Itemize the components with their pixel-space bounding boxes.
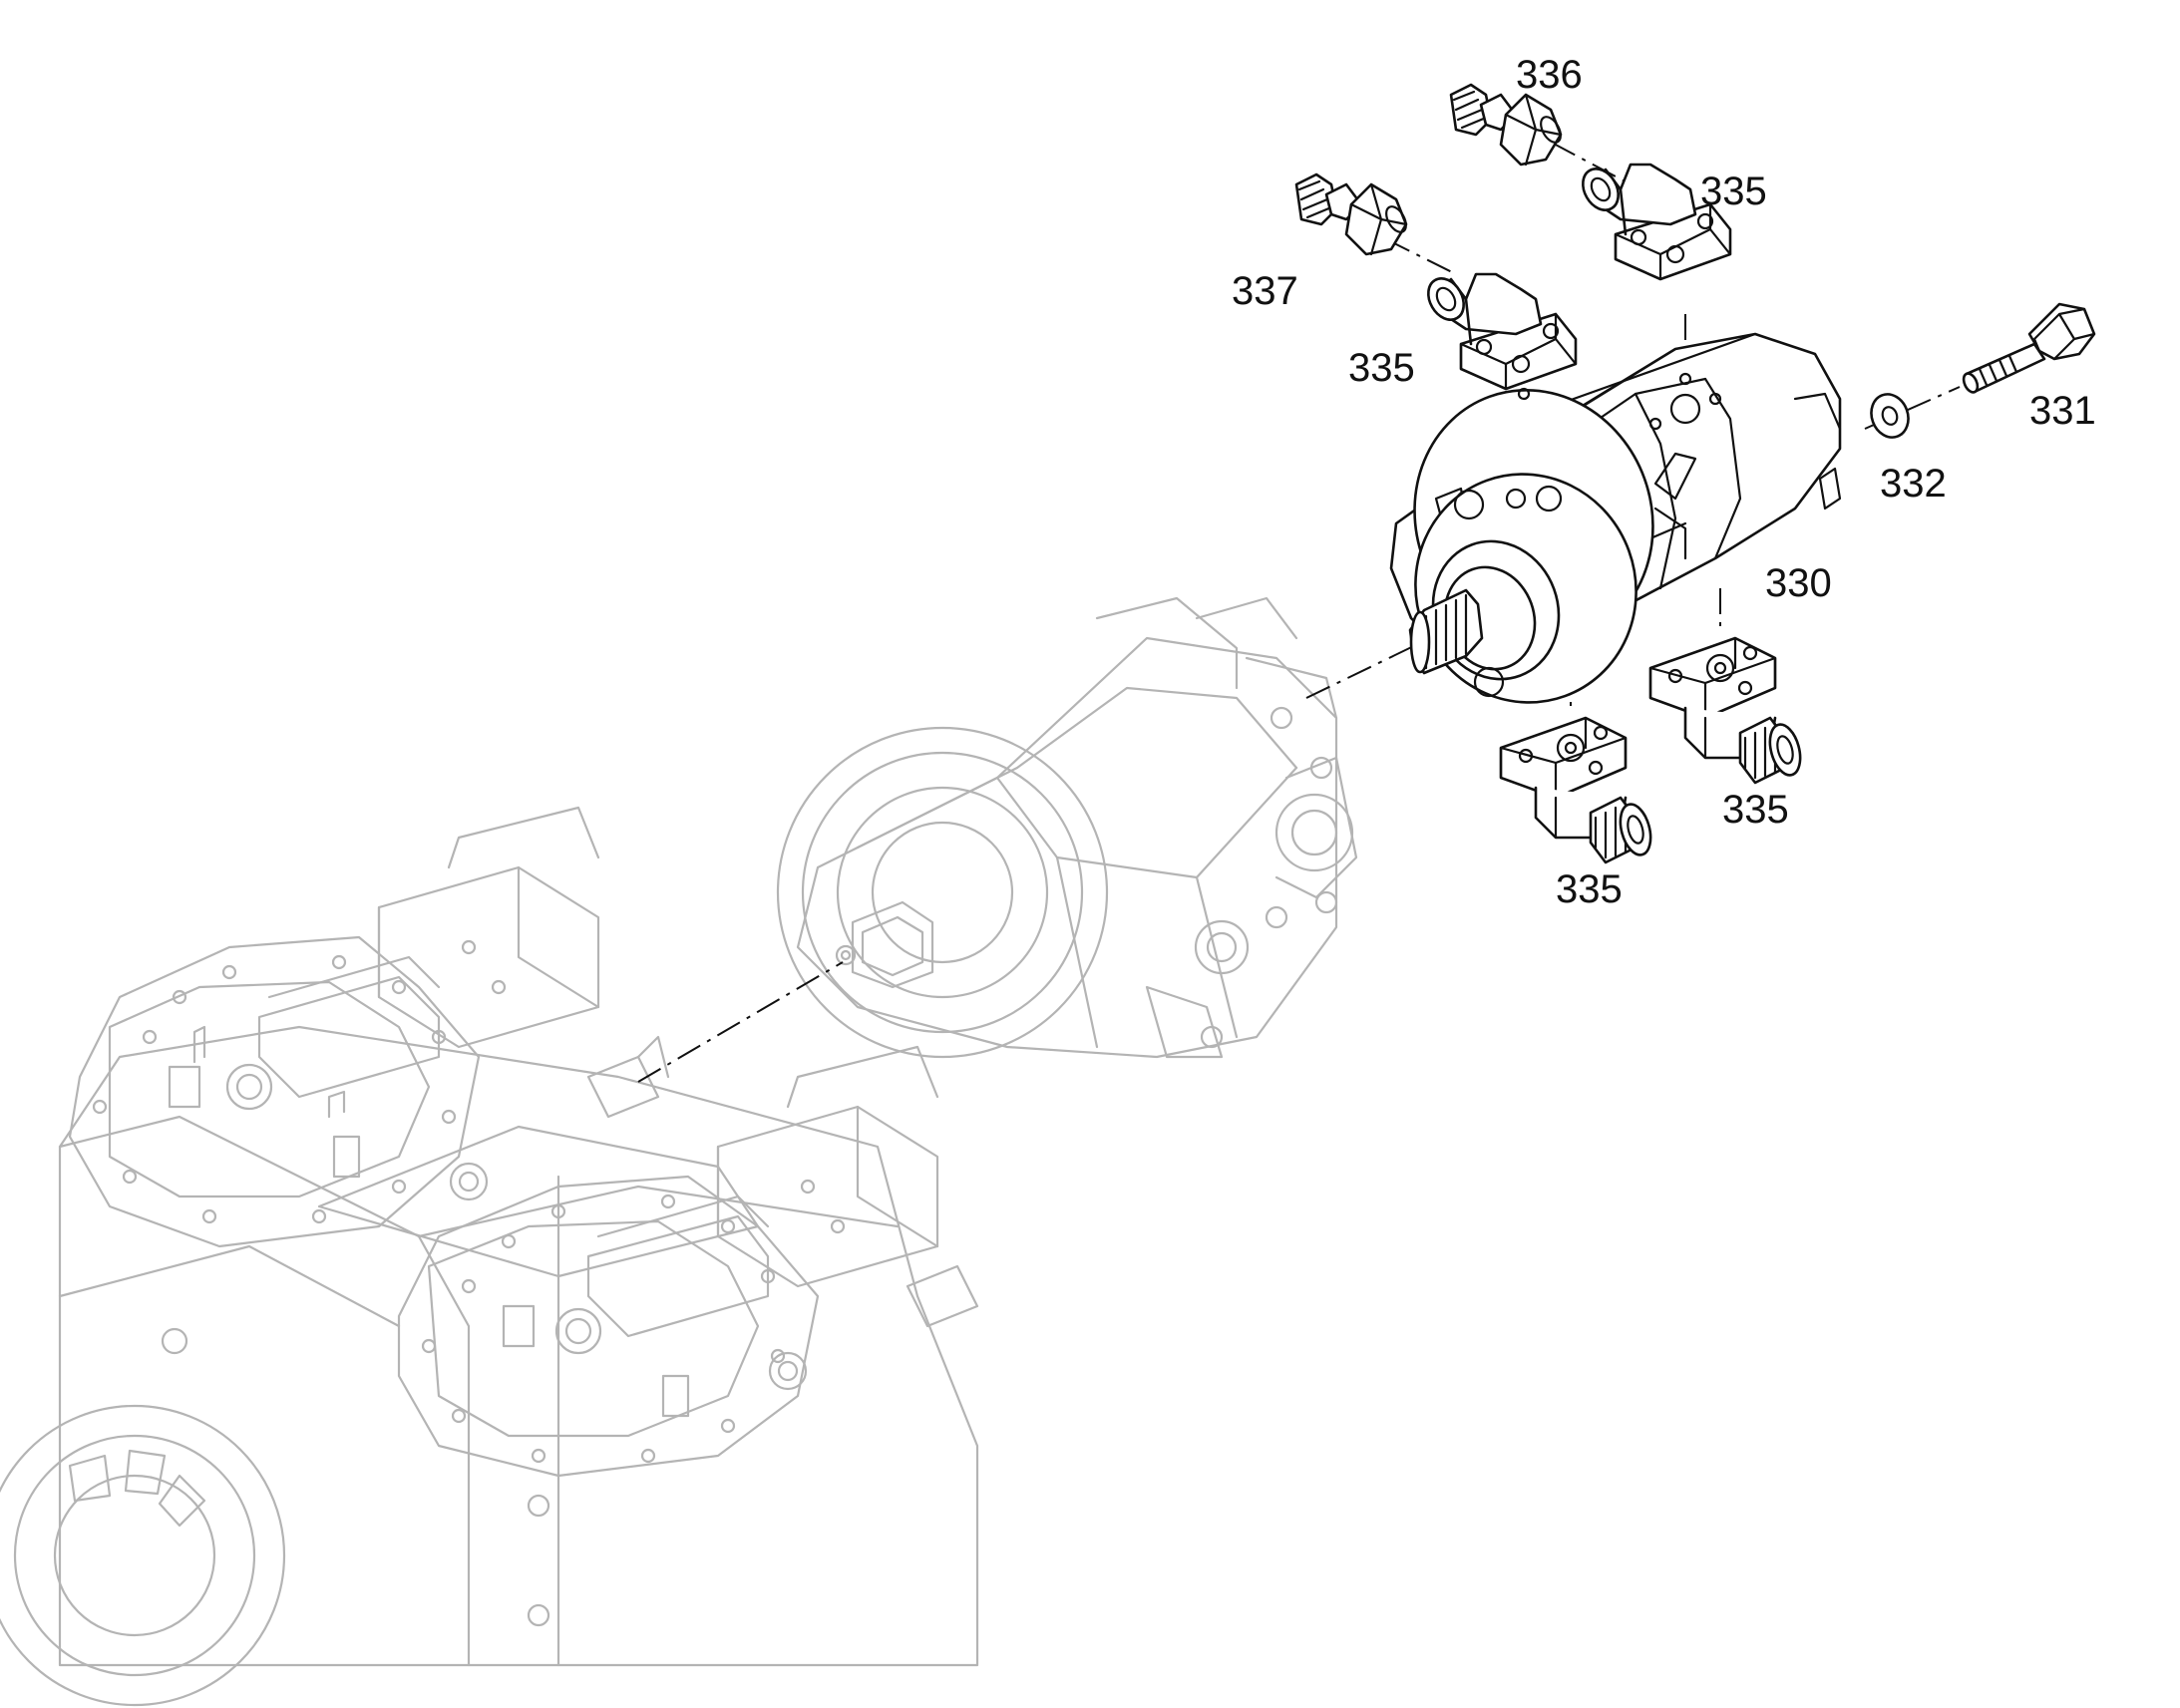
callout-labels: 336 335 337 335 331 332 330 335 335 <box>1232 53 2096 911</box>
axial-piston-pump-ghost <box>776 596 1358 1059</box>
elbow-flange-335-bottom-left <box>1499 716 1652 864</box>
callout-336: 336 <box>1516 53 1583 97</box>
elbow-flange-335-top-left <box>1427 272 1578 391</box>
elbow-flange-335-bottom-right <box>1648 636 1802 785</box>
adapter-fitting-336 <box>1449 83 1563 167</box>
callout-330: 330 <box>1765 561 1832 605</box>
bolt-331 <box>1962 302 2096 394</box>
adapter-fitting-337 <box>1294 172 1408 256</box>
elbow-flange-335-top-right <box>1582 163 1732 281</box>
callout-335-top-left: 335 <box>1348 346 1415 390</box>
callout-337: 337 <box>1232 269 1298 313</box>
gear-pump-330 <box>1389 332 1842 704</box>
callout-335-bottom-right: 335 <box>1722 788 1789 832</box>
valve-block-right-ghost <box>397 1045 979 1478</box>
callout-331: 331 <box>2029 389 2096 433</box>
transmission-housing-ghost <box>0 1025 979 1707</box>
callout-335-top-right: 335 <box>1700 170 1767 213</box>
washer-332 <box>1870 393 1910 439</box>
callout-332: 332 <box>1880 462 1947 506</box>
callout-335-bottom-left: 335 <box>1556 867 1623 911</box>
valve-block-left-ghost <box>68 806 670 1248</box>
